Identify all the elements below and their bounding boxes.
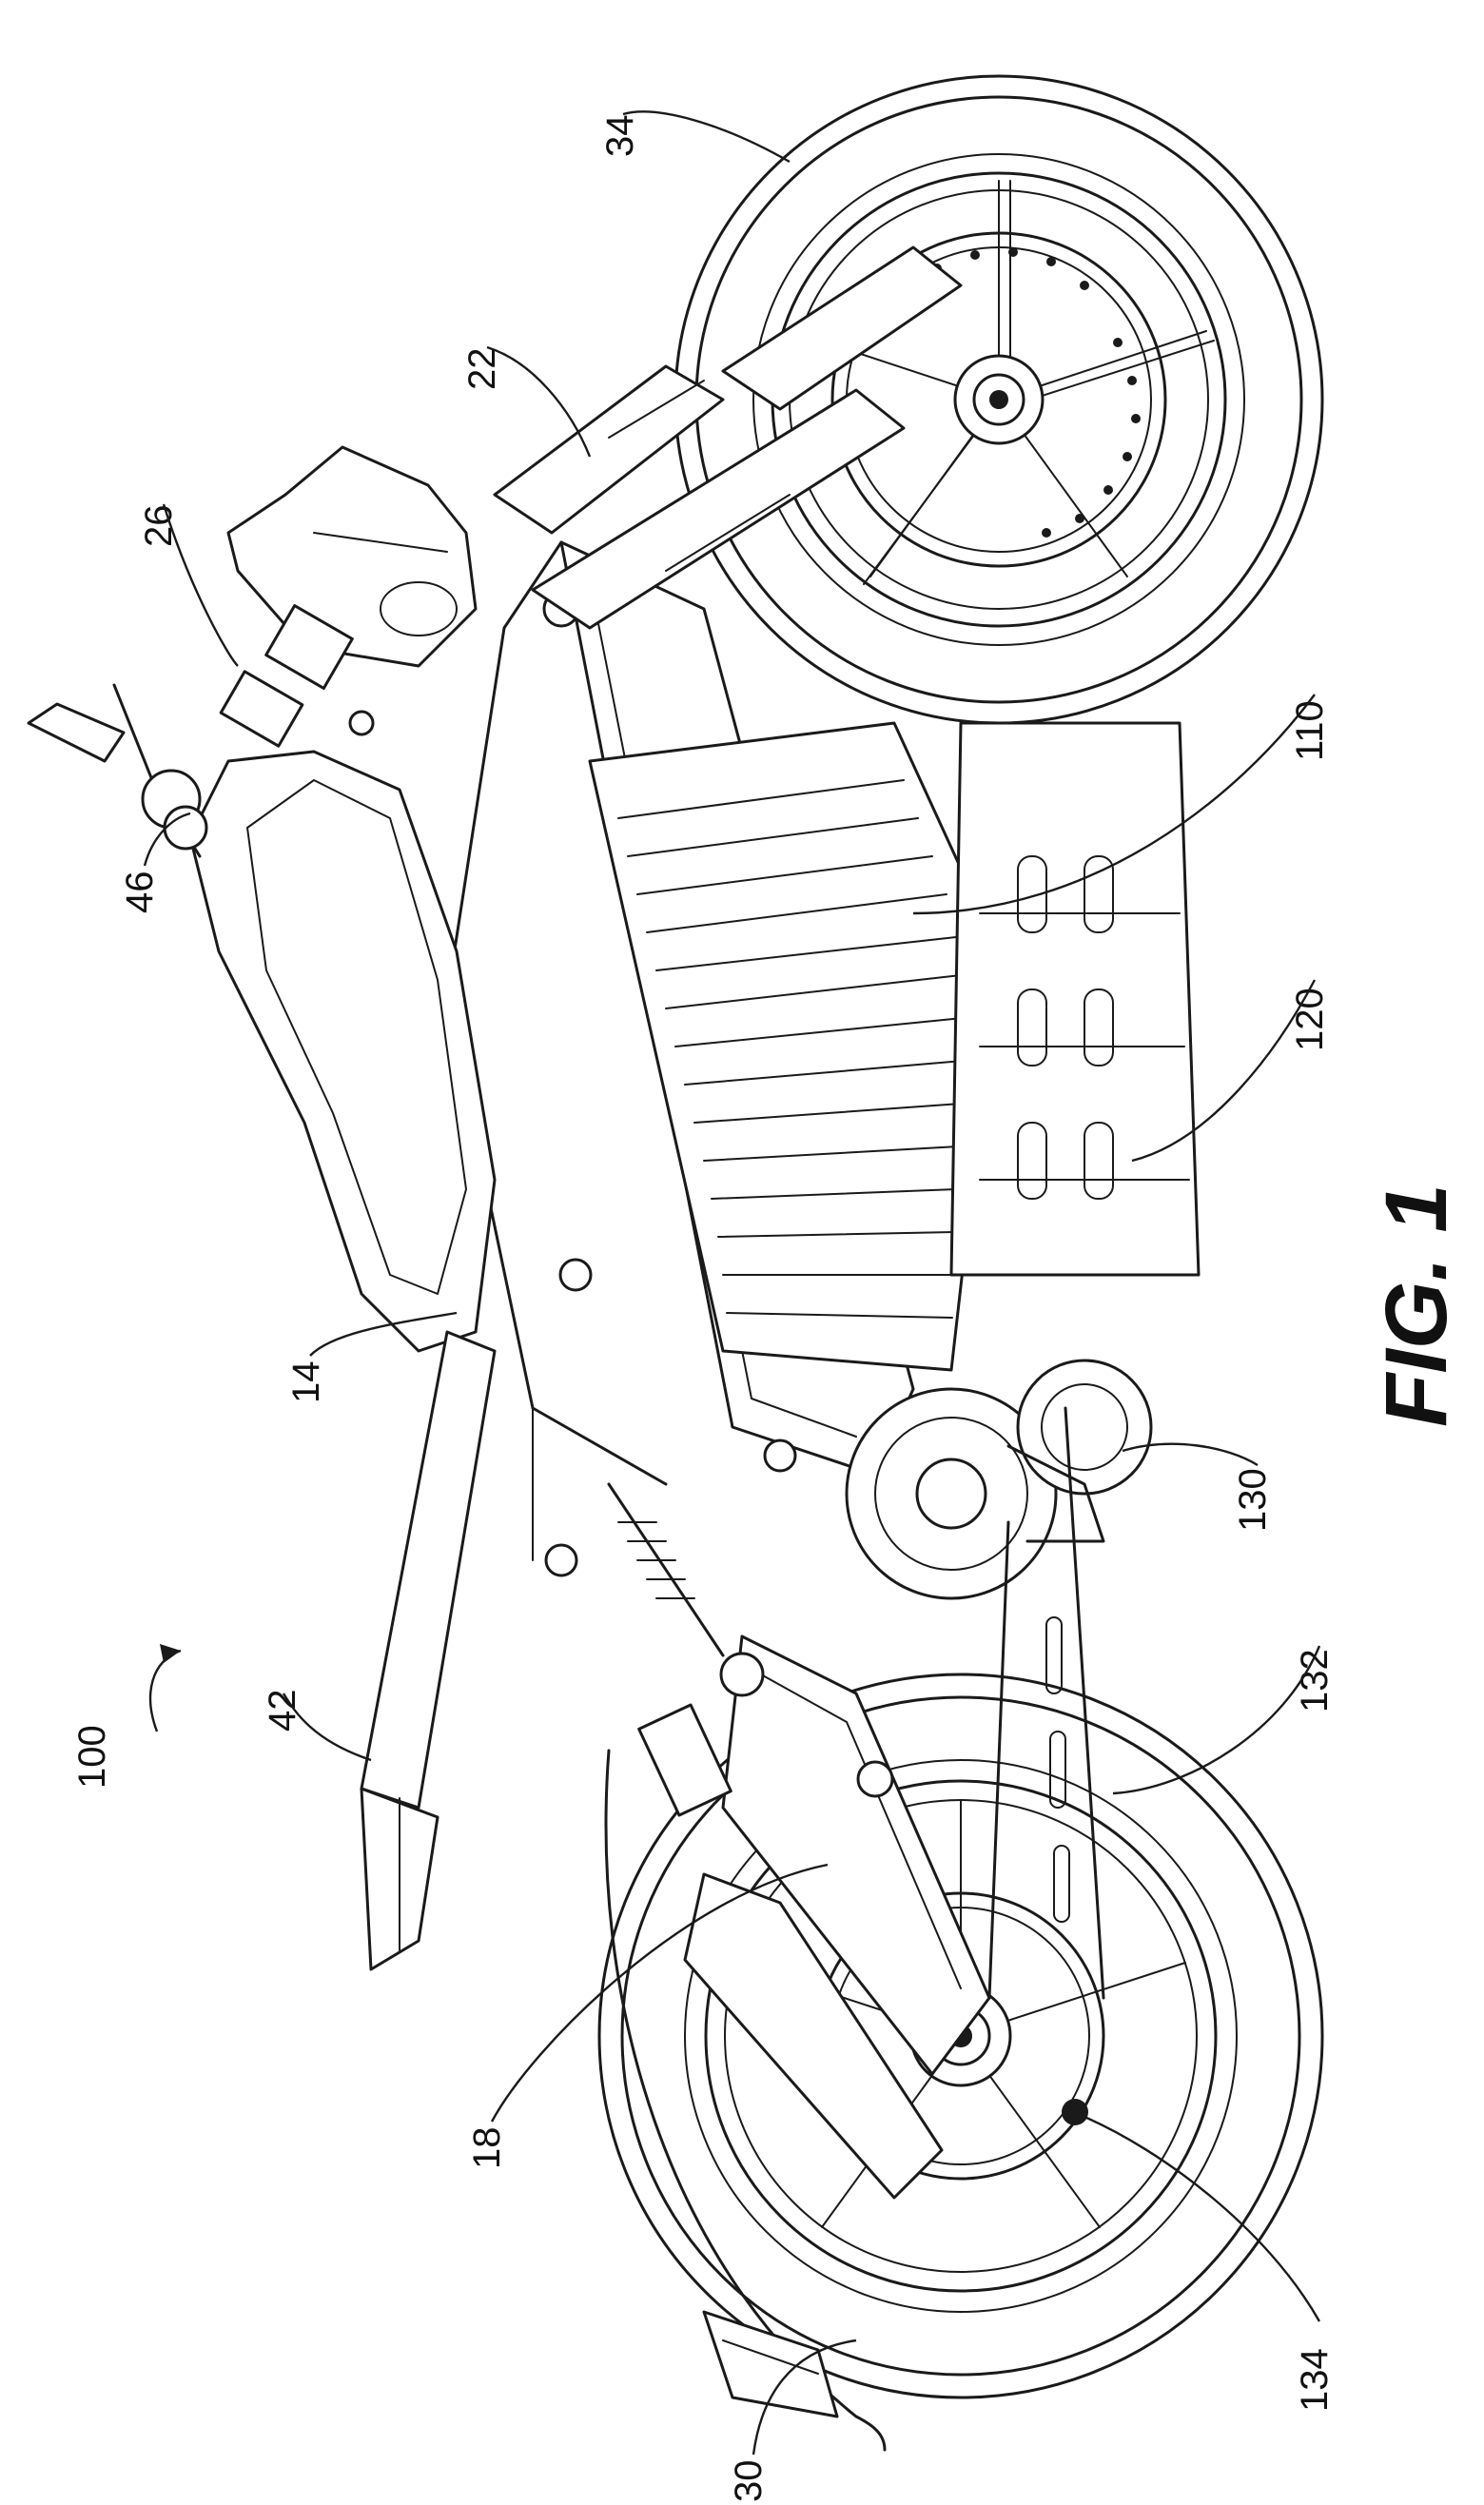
ref-18: 18 bbox=[466, 2127, 508, 2170]
seat-tail-drawing bbox=[361, 1332, 495, 1969]
ref-14: 14 bbox=[285, 1361, 327, 1404]
ref-46: 46 bbox=[119, 871, 161, 914]
motor-drawing bbox=[847, 1360, 1151, 1598]
ref-26: 26 bbox=[138, 505, 180, 548]
fork-drawing bbox=[495, 247, 961, 628]
rear-light bbox=[704, 2312, 837, 2417]
headlight-cowl bbox=[228, 447, 476, 666]
figure-label: FIG. 1 bbox=[1368, 1184, 1465, 1427]
ref-130: 130 bbox=[1232, 1468, 1274, 1532]
ref-134: 134 bbox=[1294, 2348, 1336, 2412]
battery-upper-drawing bbox=[590, 723, 999, 1370]
ref-110: 110 bbox=[1289, 700, 1331, 761]
rear-shock bbox=[609, 1484, 731, 1815]
ref-34: 34 bbox=[599, 115, 641, 158]
ref-22: 22 bbox=[461, 348, 503, 391]
ref-100: 100 bbox=[71, 1725, 113, 1789]
ref-30: 30 bbox=[728, 2460, 770, 2503]
battery-lower-drawing bbox=[951, 723, 1199, 1275]
tank-cover bbox=[190, 752, 495, 1351]
ref-42: 42 bbox=[262, 1690, 303, 1732]
swingarm-drawing bbox=[685, 1636, 989, 2198]
ref-120: 120 bbox=[1289, 988, 1331, 1051]
